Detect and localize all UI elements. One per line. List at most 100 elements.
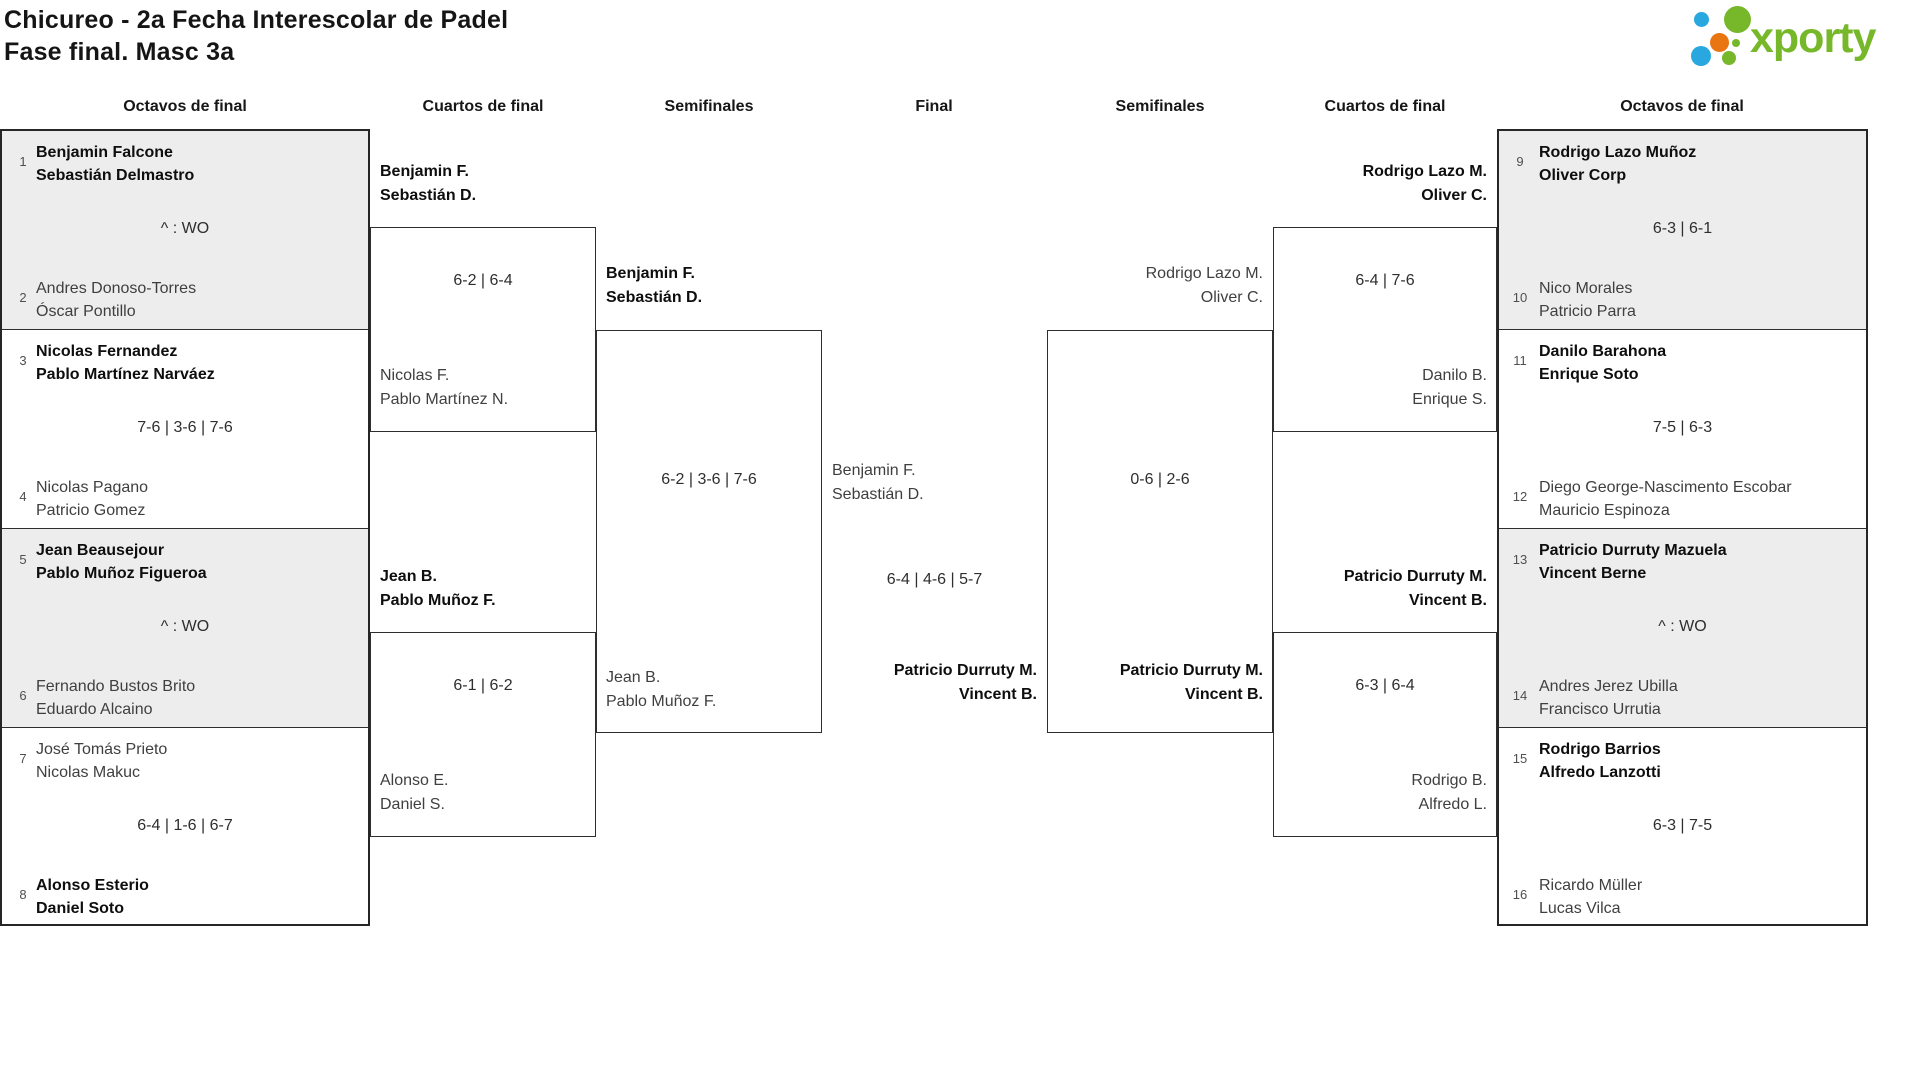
- player-name: Jean Beausejour: [36, 542, 165, 559]
- player-name: Rodrigo Lazo M.: [1362, 163, 1487, 180]
- sf-left-top-team: Benjamin F. Sebastián D.: [606, 262, 702, 309]
- final-winner-team: Patricio Durruty M. Vincent B.: [822, 659, 1037, 706]
- player-name: Alonso E.: [380, 772, 449, 789]
- round-header-qf-right: Cuartos de final: [1324, 98, 1446, 115]
- match-score: ^ : WO: [160, 618, 210, 635]
- player-name: Benjamin F.: [380, 163, 469, 180]
- player-name: Enrique S.: [1412, 390, 1487, 408]
- player-name: Daniel S.: [380, 795, 445, 813]
- match-score: 6-1 | 6-2: [453, 677, 513, 694]
- round-header-r16-right: Octavos de final: [1620, 98, 1744, 115]
- qf-right-1-top-team: Rodrigo Lazo M. Oliver C.: [1283, 160, 1487, 207]
- player-name: Rodrigo B.: [1411, 772, 1487, 789]
- player-name: Rodrigo Barrios: [1539, 741, 1661, 758]
- seed-number: 9: [1516, 154, 1524, 169]
- match-score: 6-3 | 7-5: [1652, 817, 1713, 834]
- player-name: Vincent B.: [959, 685, 1037, 703]
- player-name: Nicolas F.: [380, 367, 450, 384]
- match-score: 6-2 | 6-4: [453, 272, 513, 289]
- match-score: 6-4 | 4-6 | 5-7: [886, 571, 983, 588]
- player-name: Ricardo Müller: [1539, 877, 1643, 894]
- player-name: Nico Morales: [1539, 280, 1633, 297]
- player-name: Danilo Barahona: [1539, 343, 1667, 360]
- round-header-sf-left: Semifinales: [664, 98, 754, 115]
- player-name: Pablo Muñoz F.: [380, 591, 496, 609]
- player-name: Enrique Soto: [1539, 366, 1639, 383]
- qf-left-2-top-team: Jean B. Pablo Muñoz F.: [380, 565, 496, 612]
- seed-number: 11: [1513, 353, 1527, 368]
- player-name: José Tomás Prieto: [36, 741, 168, 758]
- player-name: Pablo Martínez N.: [380, 390, 509, 408]
- player-name: Rodrigo Lazo M.: [1145, 265, 1263, 282]
- qf-right-1-box: [1273, 227, 1497, 432]
- player-name: Vincent Berne: [1539, 565, 1647, 582]
- seed-number: 4: [19, 489, 27, 504]
- player-name: Jean B.: [380, 568, 437, 585]
- page-title: Chicureo - 2a Fecha Interescolar de Pade…: [4, 6, 509, 34]
- qf-right-2-box: [1273, 632, 1497, 837]
- qf-right-2-top-team: Patricio Durruty M. Vincent B.: [1283, 565, 1487, 612]
- sf-right-bottom-team: Patricio Durruty M. Vincent B.: [1048, 659, 1263, 706]
- player-name: Sebastián Delmastro: [36, 167, 195, 184]
- player-name: Eduardo Alcaino: [36, 701, 153, 718]
- player-name: Oliver C.: [1421, 186, 1487, 204]
- player-name: Diego George-Nascimento Escobar: [1539, 479, 1792, 496]
- round-header-sf-right: Semifinales: [1115, 98, 1205, 115]
- match-score: ^ : WO: [1658, 618, 1707, 635]
- player-name: Benjamin F.: [606, 265, 695, 282]
- player-name: Francisco Urrutia: [1539, 701, 1661, 718]
- player-name: Benjamin Falcone: [36, 144, 173, 161]
- seed-number: 10: [1512, 290, 1528, 305]
- round-header-qf-left: Cuartos de final: [422, 98, 544, 115]
- player-name: Lucas Vilca: [1539, 900, 1621, 917]
- round-header-r16-left: Octavos de final: [123, 98, 247, 115]
- seed-number: 2: [19, 290, 27, 305]
- sf-right-top-team: Rodrigo Lazo M. Oliver C.: [1048, 262, 1263, 309]
- seed-number: 6: [19, 688, 27, 703]
- player-name: Benjamin F.: [832, 462, 916, 479]
- sf-left-box: [596, 330, 822, 733]
- seed-number: 14: [1512, 688, 1528, 703]
- seed-number: 12: [1512, 489, 1528, 504]
- match-score: ^ : WO: [160, 220, 210, 237]
- qf-left-2-box: [370, 632, 596, 837]
- final-top-team: Benjamin F. Sebastián D.: [832, 459, 924, 506]
- qf-left-1-box: [370, 227, 596, 432]
- player-name: Pablo Muñoz F.: [606, 692, 717, 710]
- logo-wordmark: xporty: [1750, 14, 1876, 62]
- player-name: Patricio Durruty M.: [1119, 662, 1263, 679]
- player-name: Jean B.: [606, 669, 661, 686]
- match-score: 6-4 | 1-6 | 6-7: [137, 817, 233, 834]
- logo-dot-green-tiny-icon: [1732, 39, 1740, 47]
- qf-right-2-bottom-team: Rodrigo B. Alfredo L.: [1283, 769, 1487, 816]
- seed-number: 15: [1512, 751, 1528, 766]
- player-name: Alfredo Lanzotti: [1539, 764, 1661, 781]
- page-subtitle: Fase final. Masc 3a: [4, 38, 235, 66]
- seed-number: 5: [19, 552, 27, 567]
- player-name: Andres Jerez Ubilla: [1539, 678, 1678, 695]
- qf-left-1-bottom-team: Nicolas F. Pablo Martínez N.: [380, 364, 508, 411]
- player-name: Patricio Durruty M.: [893, 662, 1037, 679]
- round-header-final: Final: [915, 98, 953, 115]
- xporty-logo[interactable]: xporty: [1686, 4, 1918, 74]
- logo-dot-blue-medium-icon: [1691, 46, 1711, 66]
- logo-dot-green-large-icon: [1724, 6, 1751, 33]
- player-name: Rodrigo Lazo Muñoz: [1539, 144, 1697, 161]
- match-score: 6-3 | 6-4: [1355, 677, 1415, 694]
- player-name: Sebastián D.: [832, 485, 924, 503]
